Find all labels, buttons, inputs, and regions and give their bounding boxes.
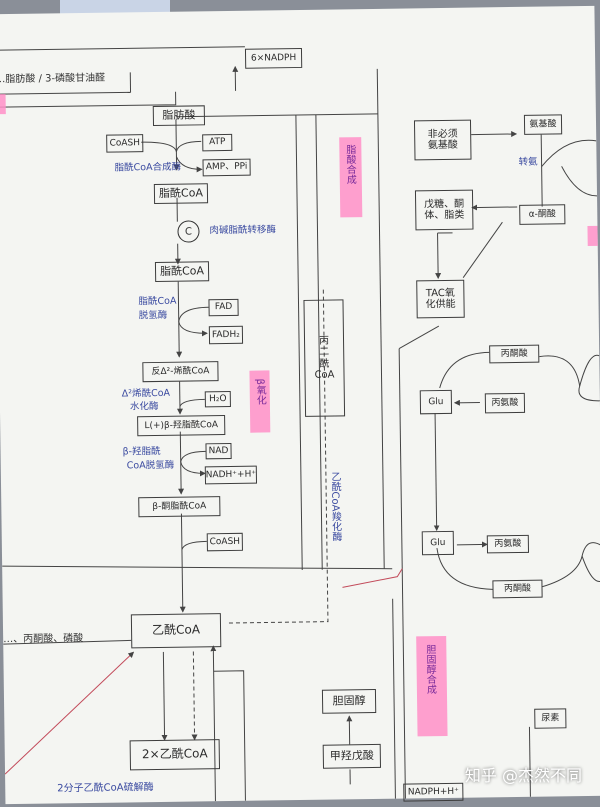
enzyme-hydratase-1: Δ²烯酰CoA xyxy=(122,388,170,400)
tac-line-1: TAC氧 xyxy=(426,287,455,299)
atp-box: ATP xyxy=(202,134,232,151)
fad-box: FAD xyxy=(208,299,238,316)
ketoacyl-coa-box: β-酮脂酰CoA xyxy=(138,496,220,517)
carnitine-enzyme: 肉碱脂酰转移酶 xyxy=(209,224,276,236)
urea-box: 尿素 xyxy=(534,708,566,728)
cholesterol-box: 胆固醇 xyxy=(322,689,376,714)
nonessential-line-2: 氨基酸 xyxy=(428,140,458,152)
keto-acid-box: α-酮酸 xyxy=(519,204,565,225)
malonyl-coa-box: 丙 二 酰 CoA xyxy=(303,299,345,417)
nadph-top-box: 6×NADPH xyxy=(245,48,302,69)
alanine-box-2: 丙氨酸 xyxy=(487,535,529,554)
nadh-box: NADH⁺+H⁺ xyxy=(205,466,257,485)
enzyme-acyl-coa-synthetase: 脂酰CoA合成酶 xyxy=(115,162,182,174)
amp-ppi-box: AMP、PPi xyxy=(202,159,250,177)
transamination-label: 转氨 xyxy=(518,157,537,169)
enzyme-hydroxy-dehydrogenase-1: β-羟脂酰 xyxy=(122,446,160,458)
malonyl-route-label: 乙酰CoA羧化酶 xyxy=(327,471,343,541)
header-text: …脂肪酸 / 3-磷酸甘油醛 xyxy=(0,73,105,87)
watermark: 知乎 @杰然不同 xyxy=(465,762,582,786)
hydroxyacyl-coa-box: L(+)β-羟脂酰CoA xyxy=(137,415,225,436)
sugar-fat-box: 戊糖、酮 体、脂类 xyxy=(415,190,474,231)
nad-box: NAD xyxy=(205,443,231,459)
malonyl-char-1: 丙 xyxy=(319,335,329,347)
fadh2-box: FADH₂ xyxy=(209,326,243,344)
sugar-fat-line-2: 体、脂类 xyxy=(424,210,464,222)
h2o-box: H₂O xyxy=(205,391,231,407)
malonyl-char-4: CoA xyxy=(314,370,334,382)
left-edge-text: …、丙酮酸、磷酸 xyxy=(3,633,83,646)
mevalonate-box: 甲羟戊酸 xyxy=(323,744,381,769)
enoyl-coa-box: 反Δ²-烯酰CoA xyxy=(142,361,218,382)
highlight-edge-right xyxy=(587,226,597,246)
pyruvate-top-box: 丙酮酸 xyxy=(489,345,539,364)
label-fa-synthesis: 脂酸合成 xyxy=(343,144,355,184)
acetyl-coa-box: 乙酰CoA xyxy=(131,613,221,648)
thiolase-label: 2分子乙酰CoA硫解酶 xyxy=(57,782,153,795)
coash-box-2: CoASH xyxy=(207,533,243,552)
nonessential-line-1: 非必须 xyxy=(428,128,458,140)
nadph-bottom-box: NADPH+H⁺ xyxy=(403,783,463,802)
tac-line-2: 化供能 xyxy=(425,299,455,311)
nonessential-aa-box: 非必须 氨基酸 xyxy=(414,120,472,161)
highlight-edge-left xyxy=(0,94,6,114)
sugar-fat-line-1: 戊糖、酮 xyxy=(424,198,464,210)
coash-box: CoASH xyxy=(106,134,143,153)
glu-top-box: Glu xyxy=(420,390,452,414)
double-acetyl-coa-box: 2×乙酰CoA xyxy=(130,739,220,770)
enzyme-dehydrogenase-1: 脂酰CoA xyxy=(138,296,176,308)
tac-box: TAC氧 化供能 xyxy=(416,280,465,319)
alanine-box: 丙氨酸 xyxy=(485,393,525,414)
enzyme-dehydrogenase-2: 脱氢酶 xyxy=(139,310,168,322)
label-beta-oxidation: β氧化 xyxy=(254,378,266,405)
acyl-coa-box-1: 脂酰CoA xyxy=(154,183,208,204)
acyl-coa-box-2: 脂酰CoA xyxy=(155,261,209,282)
enzyme-hydroxy-dehydrogenase-2: CoA脱氢酶 xyxy=(127,460,175,472)
paper-sheet: 脂酸合成 β氧化 胆固醇合成 6×NADPH …脂肪酸 / 3-磷酸甘油醛 脂肪… xyxy=(0,6,600,804)
amino-acid-box: 氨基酸 xyxy=(524,114,562,135)
fatty-acid-box: 脂肪酸 xyxy=(153,105,205,126)
glu-bottom-box: Glu xyxy=(422,531,454,555)
enzyme-hydratase-2: 水化酶 xyxy=(130,401,159,413)
malonyl-char-3: 酰 xyxy=(319,358,329,370)
pyruvate-bottom-box: 丙酮酸 xyxy=(492,580,542,599)
malonyl-char-2: 二 xyxy=(319,347,329,359)
label-cholesterol-synthesis: 胆固醇合成 xyxy=(423,644,435,694)
